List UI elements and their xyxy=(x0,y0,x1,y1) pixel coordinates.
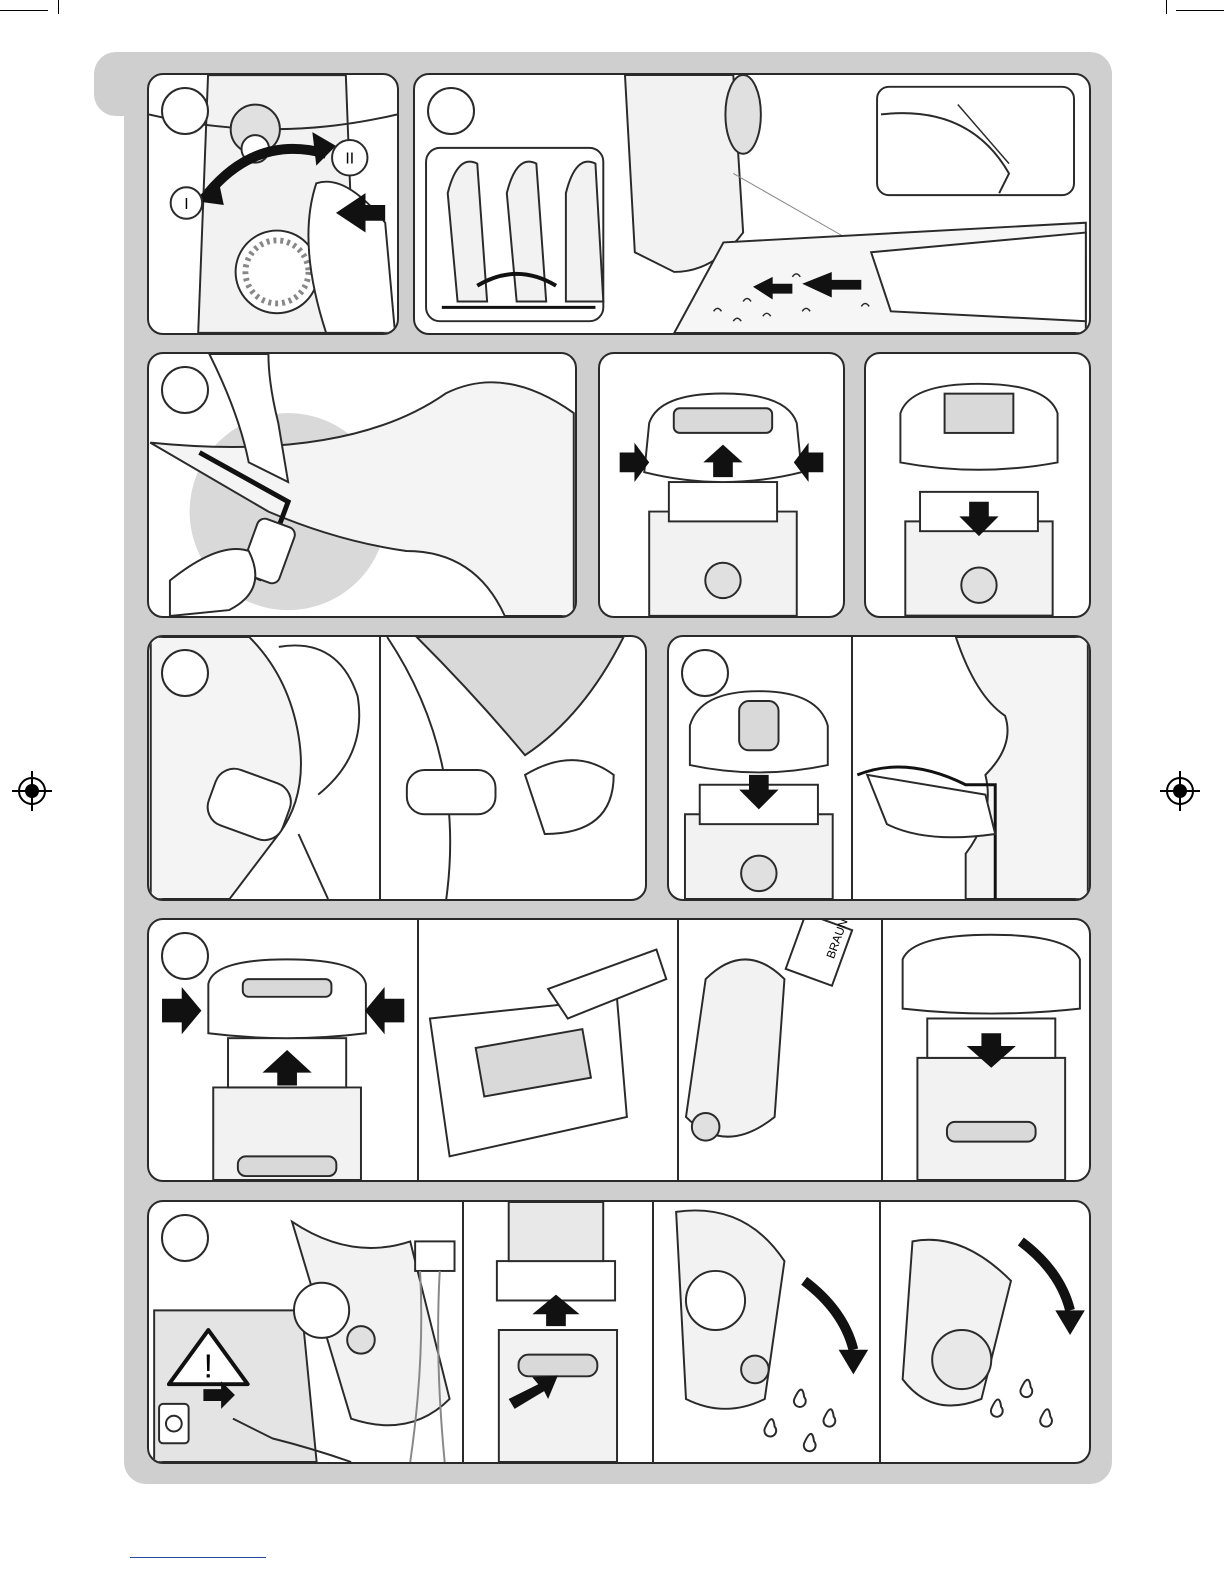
step-number-icon xyxy=(161,366,209,414)
registration-mark-icon xyxy=(1160,771,1200,811)
step-number-icon xyxy=(681,649,729,697)
wall-socket-icon xyxy=(159,1404,189,1443)
water-drop-icon xyxy=(764,1390,835,1452)
panel-3b-remove-cap xyxy=(598,352,845,618)
registration-mark-icon xyxy=(12,771,52,811)
crop-mark xyxy=(58,0,59,14)
step-number-icon xyxy=(161,1214,209,1262)
crop-mark xyxy=(1166,0,1167,14)
panel-3-underarm xyxy=(147,352,577,618)
panel-6-cleaning: BRAUN xyxy=(147,918,1091,1182)
panel-divider xyxy=(677,920,679,1180)
step-number-icon xyxy=(427,87,475,135)
panel-1-switch: I II xyxy=(147,73,399,335)
underarm-illustration xyxy=(149,354,575,616)
crop-mark xyxy=(0,10,48,11)
panel-2-angle xyxy=(413,73,1091,335)
footer-rule xyxy=(130,1557,266,1558)
angle-illustration xyxy=(415,75,1089,333)
crop-mark xyxy=(1176,10,1224,11)
face-bikini-illustration xyxy=(149,637,645,899)
panel-divider xyxy=(851,637,853,899)
panel-3c-attach-cap xyxy=(864,352,1091,618)
panel-divider xyxy=(881,920,883,1180)
panel-divider xyxy=(652,1202,654,1462)
facial-cap-illustration xyxy=(669,637,1089,899)
panel-divider xyxy=(379,637,381,899)
remove-cap-illustration xyxy=(600,354,843,616)
cleaning-illustration: BRAUN xyxy=(149,920,1089,1180)
wet-cleaning-illustration: ! xyxy=(149,1202,1089,1462)
panel-divider xyxy=(462,1202,464,1462)
setting-two-label: II xyxy=(345,151,354,168)
panel-4-face-bikini xyxy=(147,635,647,901)
warning-symbol: ! xyxy=(204,1348,213,1385)
panel-7-wet-cleaning: ! xyxy=(147,1200,1091,1464)
water-drop-icon xyxy=(991,1380,1052,1427)
setting-one-label: I xyxy=(184,196,188,213)
step-number-icon xyxy=(161,649,209,697)
step-number-icon xyxy=(161,932,209,980)
attach-cap-illustration xyxy=(866,354,1089,616)
step-number-icon xyxy=(161,87,209,135)
panel-5-facial-cap xyxy=(667,635,1091,901)
panel-divider xyxy=(879,1202,881,1462)
panel-divider xyxy=(417,920,419,1180)
